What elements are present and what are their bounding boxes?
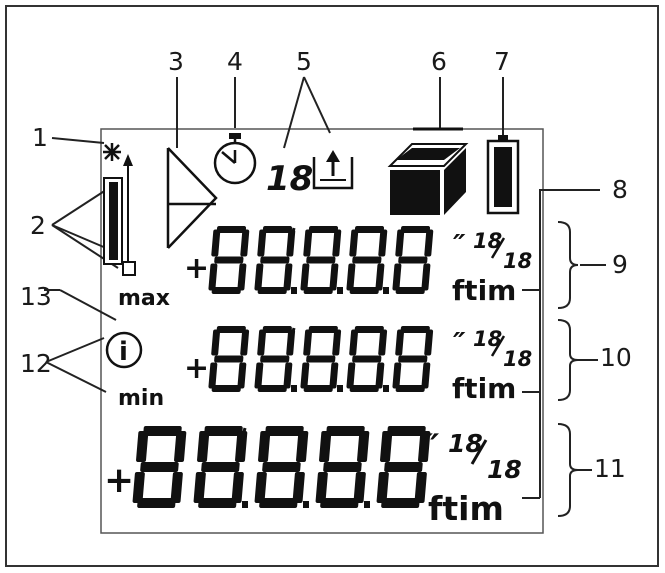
row-3-digits: [132, 426, 431, 508]
decimal-point: [337, 287, 343, 294]
lcd-digit: [208, 226, 250, 294]
row-braces: [557, 221, 579, 517]
feet-prime-mark: [289, 227, 296, 241]
row-1-fraction-denominator: 18: [503, 249, 532, 273]
callout-2: 2: [30, 211, 46, 240]
min-label: min: [118, 386, 164, 411]
decimal-point: [337, 385, 343, 392]
lcd-digit: [376, 426, 431, 508]
row-2-inch-mark: ″: [453, 326, 466, 359]
reference-arrow-icon: [122, 154, 136, 276]
lcd-digit: [392, 226, 434, 294]
feet-prime-mark: [289, 327, 296, 341]
timer-icon: [213, 133, 257, 185]
row-1-inch-mark: ″: [453, 228, 466, 261]
lcd-digit: [300, 326, 342, 392]
lcd-digit: [254, 326, 296, 392]
callout-6: 6: [431, 47, 447, 76]
decimal-point: [291, 385, 297, 392]
volume-box-icon: [387, 127, 469, 215]
callout-5: 5: [296, 47, 312, 76]
reference-bar-icon: [103, 177, 123, 265]
brace-row-3: [557, 423, 579, 517]
callout-1: 1: [32, 123, 48, 152]
memory-count-digits: 18: [266, 159, 313, 199]
asterisk-icon: [103, 143, 121, 161]
lcd-digit: [254, 426, 309, 508]
callout-11: 11: [594, 454, 626, 483]
lcd-digit: [300, 226, 342, 294]
callout-9: 9: [612, 250, 628, 279]
row-3-units: ftim: [428, 489, 504, 528]
lcd-digit: [254, 226, 296, 294]
memory-bin-icon: [312, 150, 354, 190]
row-2-sign: +: [184, 351, 209, 386]
leader-lines: [44, 76, 606, 499]
row-1-sign: +: [184, 251, 209, 286]
callout-8: 8: [612, 175, 628, 204]
outer-frame: [5, 5, 659, 567]
row-2-fraction-slash: [490, 335, 506, 357]
lcd-digit: [132, 426, 187, 508]
decimal-point: [291, 287, 297, 294]
row-1-units: ftim: [452, 274, 516, 307]
lcd-digit: [346, 326, 388, 392]
display-row-1: + ″ 18 18 ftim: [184, 226, 532, 307]
battery-icon: [486, 135, 520, 215]
decimal-point: [364, 501, 370, 508]
row-3-fraction-denominator: 18: [487, 455, 522, 484]
callout-7: 7: [494, 47, 510, 76]
callout-10: 10: [600, 343, 632, 372]
decimal-point: [303, 501, 309, 508]
display-row-2: + ″ 18 18 ftim: [184, 326, 532, 405]
decimal-point: [383, 287, 389, 294]
callout-13: 13: [20, 282, 52, 311]
display-row-3: + ″ 18 18 ftim: [104, 426, 522, 528]
row-2-units: ftim: [452, 372, 516, 405]
row-3-sign: +: [104, 460, 134, 501]
lcd-digit: [392, 326, 434, 392]
decimal-point: [383, 385, 389, 392]
lcd-digit: [193, 426, 248, 508]
row-1-fraction-slash: [490, 237, 506, 259]
row-2-digits: [208, 326, 434, 392]
brace-row-2: [557, 319, 579, 401]
lcd-digit: [315, 426, 370, 508]
callout-12: 12: [20, 349, 52, 378]
lcd-digit: [346, 226, 388, 294]
max-label: max: [118, 286, 170, 311]
callout-4: 4: [227, 47, 243, 76]
info-icon: [105, 331, 143, 369]
row-3-fraction-slash: [470, 439, 488, 465]
callout-3: 3: [168, 47, 184, 76]
row-3-inch-mark: ″: [424, 427, 439, 467]
decimal-point: [242, 501, 248, 508]
info-letter: i: [119, 337, 128, 367]
lcd-digit: [208, 326, 250, 392]
row-1-digits: [208, 226, 434, 294]
stakeout-triangle-icon: [166, 147, 218, 249]
lcd-panel: [100, 128, 544, 534]
feet-prime-mark: [240, 427, 247, 441]
brace-row-1: [557, 221, 579, 309]
row-2-fraction-denominator: 18: [503, 347, 532, 371]
